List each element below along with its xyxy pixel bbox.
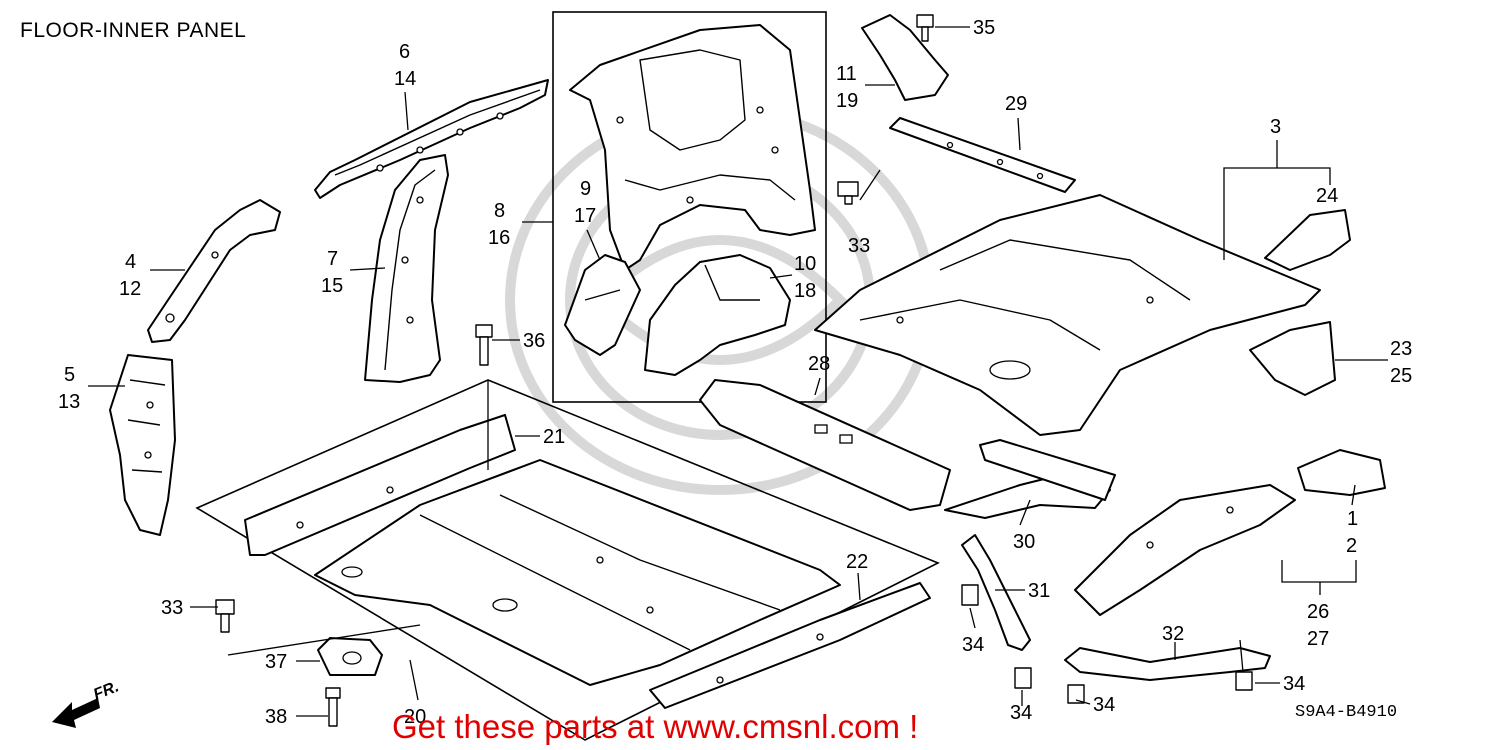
callout-25: 25 (1390, 365, 1412, 387)
callout-20: 20 (404, 706, 426, 728)
leader-lines (88, 26, 1388, 717)
callout-5: 5 (64, 364, 75, 386)
callout-12: 12 (119, 278, 141, 300)
callout-34-c: 34 (1093, 694, 1115, 716)
bolt-35 (916, 14, 934, 42)
callout-7: 7 (327, 248, 338, 270)
promo-link-text[interactable]: Get these parts at www.cmsnl.com ! (392, 708, 918, 745)
callout-34-b: 34 (1010, 702, 1032, 724)
front-indicator-label: FR. (91, 678, 121, 703)
part-22-side-sill (649, 582, 931, 709)
part-20-front-floor (314, 459, 841, 686)
part-4-12-bracket (147, 199, 281, 343)
group-box-inner-panels (552, 11, 827, 403)
part-31-strut (961, 534, 1031, 651)
part-6-14-roof-rail (314, 79, 549, 199)
part-9-17-bracket (564, 254, 641, 356)
callout-3: 3 (1270, 116, 1281, 138)
part-21-side-sill (244, 414, 516, 556)
callout-9: 9 (580, 178, 591, 200)
nut-34-c (1067, 684, 1085, 704)
callout-23: 23 (1390, 338, 1412, 360)
bolt-33-upper (837, 181, 859, 205)
callout-14: 14 (394, 68, 416, 90)
callout-8: 8 (494, 200, 505, 222)
callout-32: 32 (1162, 623, 1184, 645)
part-5-13-lower-pillar (109, 354, 176, 536)
callout-34-d: 34 (1283, 673, 1305, 695)
diagram-code: S9A4-B4910 (1295, 703, 1397, 722)
front-arrow-icon: FR. (52, 678, 121, 728)
part-30-crossmember (944, 439, 1116, 519)
callout-10: 10 (794, 253, 816, 275)
bolt-38 (325, 687, 341, 727)
nut-34-a (961, 584, 979, 606)
part-32-rail (1064, 647, 1271, 681)
callout-27: 27 (1307, 628, 1329, 650)
callout-33-upper: 33 (848, 235, 870, 257)
callout-37: 37 (265, 651, 287, 673)
callout-36: 36 (523, 330, 545, 352)
bolt-36 (475, 324, 493, 366)
callout-6: 6 (399, 41, 410, 63)
part-3-rear-floor (814, 194, 1321, 436)
part-29-crossmember (889, 117, 1076, 193)
part-8-16-inner-side-panel (569, 24, 816, 271)
callout-16: 16 (488, 227, 510, 249)
part-26-27-rear-frame (1074, 484, 1296, 616)
callout-11: 11 (836, 63, 857, 85)
callout-30: 30 (1013, 531, 1035, 553)
callout-21: 21 (543, 426, 565, 448)
callout-17: 17 (574, 205, 596, 227)
bolt-33-lower (215, 599, 235, 633)
callout-28: 28 (808, 353, 830, 375)
callout-35: 35 (973, 17, 995, 39)
part-37-mount (317, 637, 383, 676)
nut-34-b (1014, 667, 1032, 689)
callout-31: 31 (1028, 580, 1050, 602)
callout-4: 4 (125, 251, 136, 273)
part-28-crossmember (699, 379, 951, 511)
callout-38: 38 (265, 706, 287, 728)
callout-2: 2 (1346, 535, 1357, 557)
callout-22: 22 (846, 551, 868, 573)
callout-33-lower: 33 (161, 597, 183, 619)
group-box-floor (195, 379, 940, 741)
callout-29: 29 (1005, 93, 1027, 115)
callout-1: 1 (1347, 508, 1358, 530)
callout-34-a: 34 (962, 634, 984, 656)
nut-34-d (1235, 671, 1253, 691)
callout-15: 15 (321, 275, 343, 297)
callout-18: 18 (794, 280, 816, 302)
callout-26: 26 (1307, 601, 1329, 623)
callout-13: 13 (58, 391, 80, 413)
diagram-title: FLOOR-INNER PANEL (20, 19, 246, 42)
part-1-2-bracket (1297, 449, 1386, 496)
part-7-15-pillar (364, 154, 449, 383)
callout-24: 24 (1316, 185, 1338, 207)
part-11-19-bracket (861, 14, 949, 101)
part-24-bracket (1264, 209, 1351, 271)
part-10-18-wheelhouse (644, 254, 791, 376)
part-23-25-bracket (1249, 321, 1336, 396)
callout-19: 19 (836, 90, 858, 112)
